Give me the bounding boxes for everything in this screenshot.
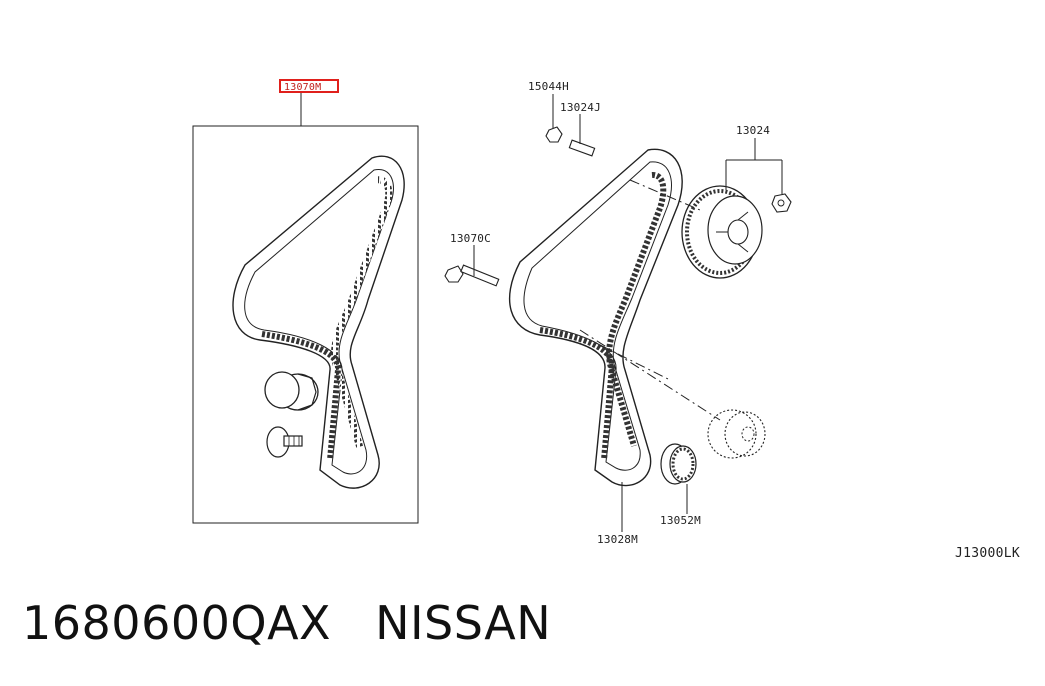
caption: 1680600QAX NISSAN bbox=[22, 596, 551, 650]
camshaft-sprocket bbox=[681, 185, 763, 279]
crank-sprocket bbox=[660, 443, 697, 485]
timing-belt-left bbox=[232, 155, 405, 489]
kit-callout[interactable]: 13070M bbox=[284, 82, 321, 93]
top-bolt bbox=[545, 126, 563, 143]
brand-name: NISSAN bbox=[375, 596, 552, 650]
tensioner-bolt bbox=[266, 426, 303, 458]
crank-callout[interactable]: 13052M bbox=[660, 514, 701, 527]
idler-pulley bbox=[264, 371, 319, 411]
bolt-top-callout[interactable]: 15044H bbox=[528, 80, 569, 93]
centerlines bbox=[579, 179, 721, 421]
reference-code: J13000LK bbox=[955, 546, 1020, 561]
sprocket-nut bbox=[771, 193, 792, 213]
side-bolt bbox=[444, 264, 500, 287]
belt-callout[interactable]: 13028M bbox=[597, 533, 638, 546]
stud-callout[interactable]: 13024J bbox=[560, 101, 601, 114]
crank-sprocket-ghost bbox=[707, 409, 766, 459]
part-number: 1680600QAX bbox=[22, 596, 332, 650]
stud bbox=[568, 139, 596, 157]
side-bolt-callout[interactable]: 13070C bbox=[450, 232, 491, 245]
timing-belt-right bbox=[508, 148, 683, 487]
sprocket-callout[interactable]: 13024 bbox=[736, 124, 770, 137]
kit-frame bbox=[192, 125, 419, 524]
kit-label-highlight[interactable] bbox=[279, 79, 339, 93]
